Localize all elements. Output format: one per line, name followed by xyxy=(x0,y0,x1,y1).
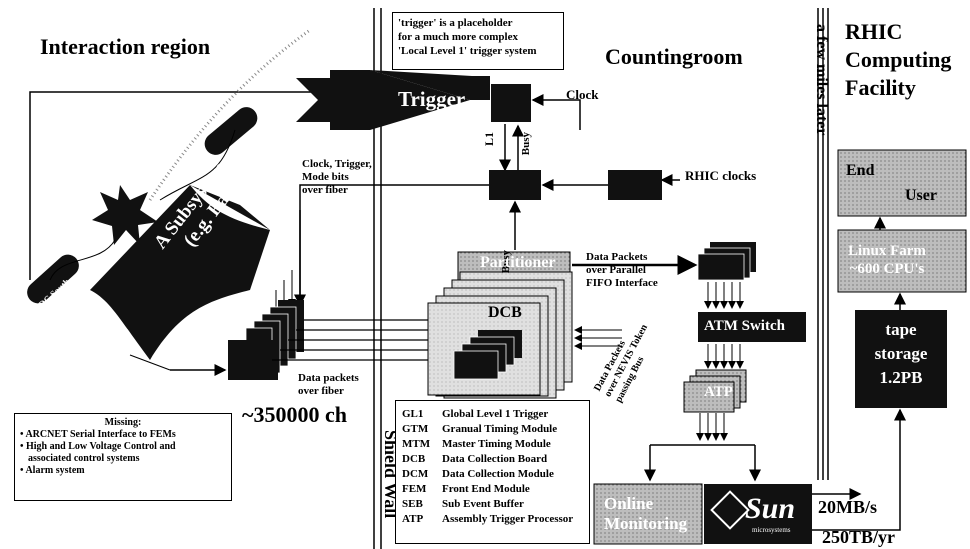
data-packets-parallel-label: Data Packets over Parallel FIFO Interfac… xyxy=(586,251,658,290)
dpp-line-1: Data Packets xyxy=(586,251,648,263)
trigger-placeholder-note: 'trigger' is a placeholder for a much mo… xyxy=(392,12,564,70)
tape-line-2: storage xyxy=(874,344,928,363)
glossary-row: ATP Assembly Trigger Processor xyxy=(402,512,583,527)
sun-logo: Sun xyxy=(745,492,796,525)
lf-line-1: Linux Farm xyxy=(848,243,926,259)
busy-label: Busy xyxy=(520,132,532,156)
missing-item: associated control systems xyxy=(28,453,140,464)
fem-stack xyxy=(228,300,304,381)
end-user-box xyxy=(837,149,967,217)
glossary-text: Master Timing Module xyxy=(442,438,551,450)
glossary-abbr: GTM xyxy=(402,423,429,435)
rhic-title: RHIC Computing Facility xyxy=(845,18,951,102)
note-line-2: for a much more complex xyxy=(398,31,518,43)
dpp-line-3: FIFO Interface xyxy=(586,277,658,289)
lf-line-2: ~600 CPU's xyxy=(849,261,925,277)
glossary-text: Granual Timing Module xyxy=(442,423,558,435)
rhic-clocks-label: RHIC clocks xyxy=(685,168,757,183)
trigger-label: Trigger xyxy=(398,87,466,111)
a-few-miles-later: a few miles later xyxy=(813,24,830,136)
note-line-1: 'trigger' is a placeholder xyxy=(398,17,513,29)
missing-box: Missing: • ARCNET Serial Interface to FE… xyxy=(14,413,232,501)
zdc-south xyxy=(27,254,79,304)
rhic-line-3: Facility xyxy=(845,75,916,100)
linux-farm-label: Linux Farm ~600 CPU's xyxy=(848,242,926,278)
linux-farm-box xyxy=(837,229,967,293)
user-label: User xyxy=(905,187,937,204)
collision-star xyxy=(92,185,158,245)
rate-label: 20MB/s xyxy=(818,497,878,517)
glossary-abbr: FEM xyxy=(402,483,427,495)
glossary-text: Data Collection Board xyxy=(442,453,548,465)
mtm-box xyxy=(608,170,662,200)
glossary-abbr: MTM xyxy=(402,438,431,450)
glossary-abbr: ATP xyxy=(402,513,424,525)
glossary-text: Front End Module xyxy=(442,483,530,495)
glossary-row: GTM Granual Timing Module xyxy=(402,422,583,437)
sun-logo-sub: microsystems xyxy=(752,526,791,534)
online-monitoring-label: Online Monitoring xyxy=(604,494,687,534)
gl1-box xyxy=(491,84,531,122)
glossary-abbr: SEB xyxy=(402,498,423,510)
atm-switch-box xyxy=(698,312,806,342)
glossary-abbr: DCM xyxy=(402,468,429,480)
interaction-region-title: Interaction region xyxy=(40,34,211,59)
tape-storage-box xyxy=(855,310,947,408)
glossary-row: DCM Data Collection Module xyxy=(402,467,583,482)
gtm-box xyxy=(489,170,541,200)
partitioner-label: Partitioner xyxy=(480,254,556,271)
ctm-line-3: over fiber xyxy=(302,184,348,196)
seb-stack xyxy=(697,242,756,281)
glossary-row: MTM Master Timing Module xyxy=(402,437,583,452)
end-label: End xyxy=(846,162,875,179)
missing-item: • ARCNET Serial Interface to FEMs xyxy=(20,429,176,440)
online-monitoring-box xyxy=(593,483,703,545)
channel-count: ~350000 ch xyxy=(242,402,347,427)
sun-box xyxy=(704,484,812,544)
dcb-label: DCB xyxy=(488,304,522,321)
atp-label: ATP xyxy=(704,384,733,400)
rhic-line-2: Computing xyxy=(845,47,952,72)
ctm-line-1: Clock, Trigger, xyxy=(302,158,372,170)
volume-label: 250TB/yr xyxy=(822,527,896,547)
glossary-row: FEM Front End Module xyxy=(402,482,583,497)
glossary-text: Global Level 1 Trigger xyxy=(442,408,549,420)
l1-label: L1 xyxy=(482,132,496,147)
missing-item: • High and Low Voltage Control and xyxy=(20,441,176,452)
dpp-line-2: over Parallel xyxy=(586,264,646,276)
glossary-text: Sub Event Buffer xyxy=(442,498,524,510)
zdc-north xyxy=(204,107,258,155)
note-line-3: 'Local Level 1' trigger system xyxy=(398,45,537,57)
ctm-line-2: Mode bits xyxy=(302,171,349,183)
tape-line-1: tape xyxy=(885,320,917,339)
glossary-row: DCB Data Collection Board xyxy=(402,452,583,467)
glossary-abbr: GL1 xyxy=(402,408,424,420)
tape-storage-label: tape storage 1.2PB xyxy=(855,318,947,390)
missing-title: Missing: xyxy=(104,417,142,428)
glossary-text: Assembly Trigger Processor xyxy=(442,513,574,525)
countingroom-title: Countingroom xyxy=(605,44,743,69)
trigger-arrow xyxy=(296,70,470,130)
atm-switch-label: ATM Switch xyxy=(704,318,785,334)
data-packets-fiber-label: Data packets over fiber xyxy=(298,372,359,398)
missing-item: • Alarm system xyxy=(20,465,85,476)
clock-label: Clock xyxy=(566,87,599,102)
glossary-row: GL1 Global Level 1 Trigger xyxy=(402,407,583,422)
tape-line-3: 1.2PB xyxy=(879,368,923,387)
glossary-text: Data Collection Module xyxy=(442,468,554,480)
atp-stack xyxy=(683,369,747,413)
clock-trigger-label: Clock, Trigger, Mode bits over fiber xyxy=(302,158,372,197)
glossary-row: SEB Sub Event Buffer xyxy=(402,497,583,512)
om-line-1: Online xyxy=(604,494,654,513)
subsystem-shape xyxy=(90,185,270,360)
dpf-line-2: over fiber xyxy=(298,385,344,397)
dpf-line-1: Data packets xyxy=(298,372,359,384)
rhic-line-1: RHIC xyxy=(845,19,903,44)
glossary-abbr: DCB xyxy=(402,453,426,465)
glossary-box: GL1 Global Level 1 Trigger GTM Granual Tim… xyxy=(395,400,590,544)
om-line-2: Monitoring xyxy=(604,514,688,533)
